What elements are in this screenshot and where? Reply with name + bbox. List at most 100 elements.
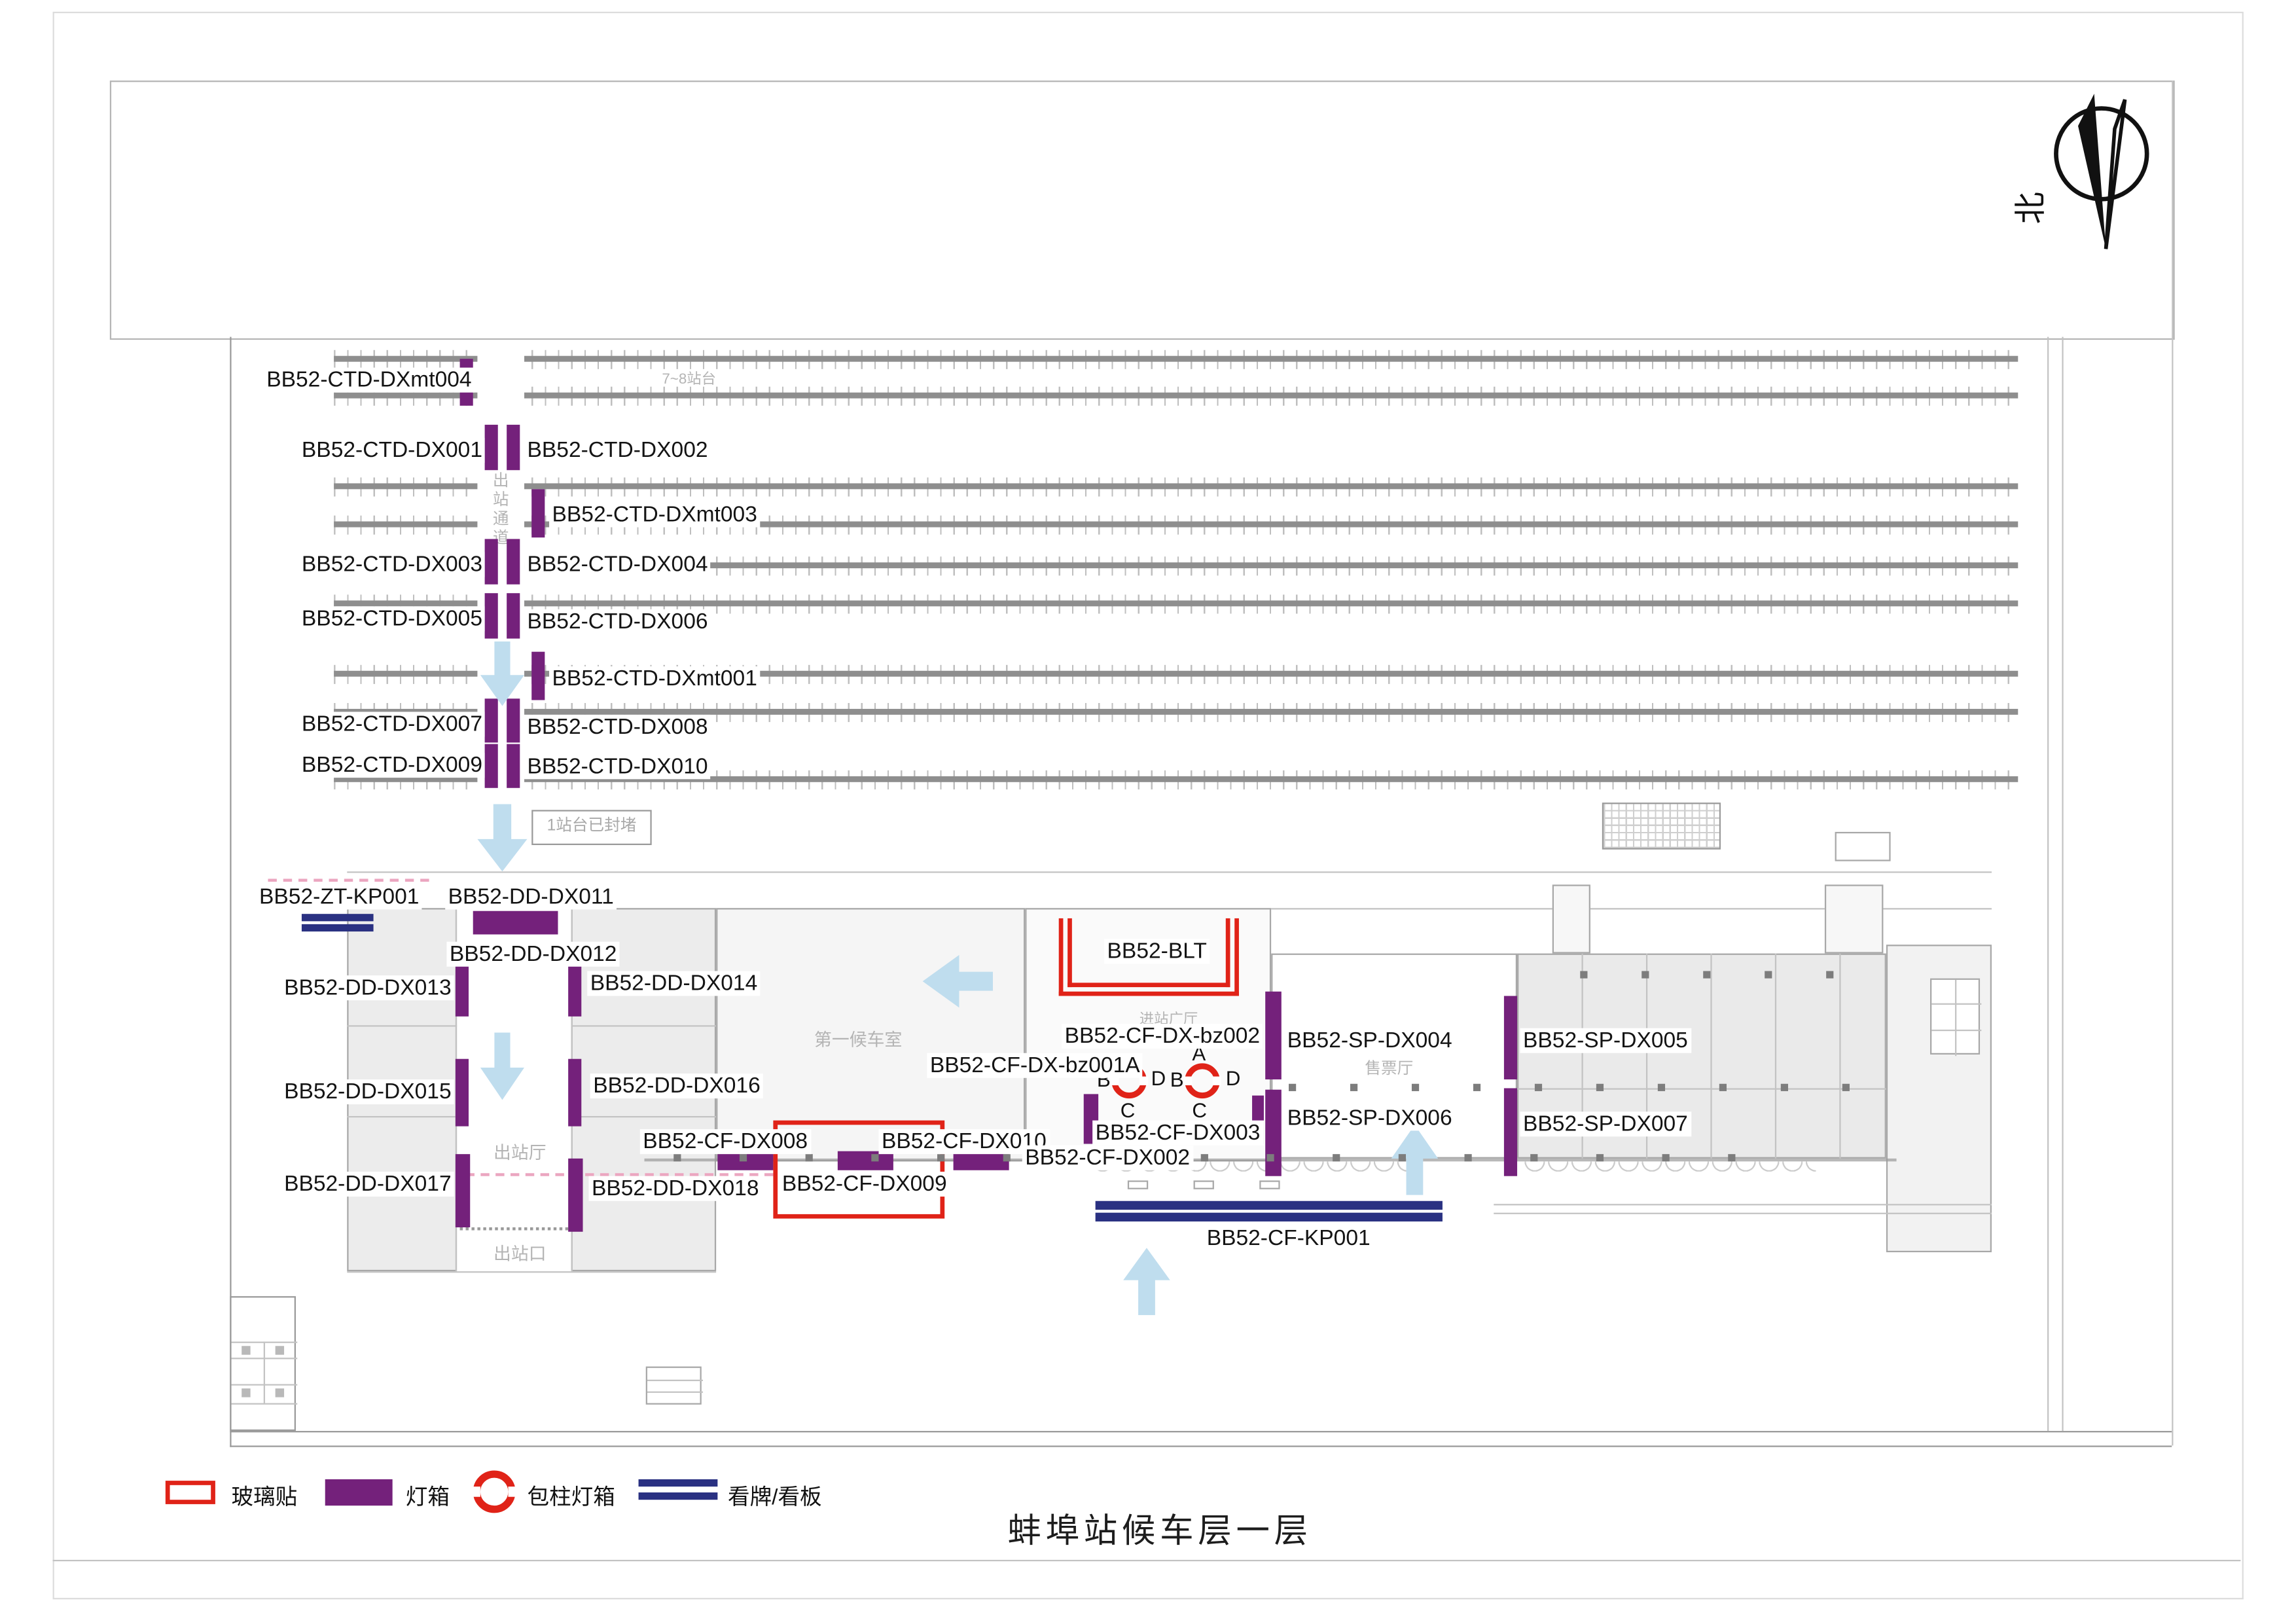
legend-label: 包柱灯箱 [527, 1485, 615, 1510]
device-label: BB52-DD-DX011 [445, 884, 617, 910]
column-lightbox-gap [1212, 1076, 1222, 1085]
north-compass: 北 [2012, 85, 2164, 253]
left-room-line-4 [571, 1115, 717, 1118]
lightbox-marker [507, 744, 520, 788]
facade-box-3 [1259, 1180, 1280, 1189]
glass-sticker-u-outer [1058, 918, 1239, 996]
right-room-line-v3 [1710, 953, 1712, 1159]
plan-text: 出站厅 [493, 1142, 547, 1163]
right-end-room-box [1930, 978, 1982, 1056]
plan-frame-bottom-1 [230, 1431, 2172, 1433]
device-label: BB52-BLT [1104, 939, 1210, 964]
plan-text: 售票厅 [1365, 1060, 1414, 1078]
title-band [109, 81, 2175, 340]
legend-signboard-swatch [638, 1479, 718, 1487]
device-label: BB52-DD-DX014 [587, 971, 761, 996]
device-label: BB52-CTD-DX010 [524, 754, 711, 780]
legend-label: 看牌/看板 [728, 1485, 822, 1510]
track-rail [334, 670, 2018, 677]
device-label: BB52-CTD-DXmt001 [549, 666, 761, 692]
column-dot [937, 1154, 945, 1162]
right-room-line-v5 [1839, 953, 1841, 1159]
device-label: BB52-DD-DX016 [590, 1074, 764, 1099]
lightbox-marker [484, 539, 498, 585]
platform-box [1835, 831, 1891, 861]
column-direction-letter: C [1192, 1098, 1207, 1122]
exit-stair-box [645, 1366, 703, 1405]
device-label: BB52-DD-DX012 [446, 941, 620, 967]
right-room-line-v1 [1581, 953, 1583, 1159]
device-label: BB52-CF-DX-bz002 [1062, 1024, 1263, 1049]
plan-frame-right-b [2062, 336, 2064, 1432]
device-label: BB52-CTD-DX001 [298, 438, 486, 463]
device-label: BB52-DD-DX015 [281, 1079, 455, 1105]
lightbox-marker [507, 593, 520, 639]
footer-line [52, 1559, 2241, 1562]
column-dot [1719, 1083, 1727, 1091]
column-dot [1534, 1083, 1543, 1091]
right-room-line-v2 [1645, 953, 1648, 1159]
column-lightbox-gap [1183, 1076, 1193, 1085]
outer-colonnade-1 [1494, 1204, 1992, 1206]
lightbox-marker [455, 1058, 469, 1127]
plan-frame-right-outer [2172, 81, 2174, 1446]
column-lightbox-gap [1110, 1076, 1119, 1085]
device-label: BB52-CTD-DX002 [524, 438, 711, 463]
legend-label: 玻璃贴 [231, 1485, 298, 1510]
device-label: BB52-CTD-DX003 [298, 552, 486, 577]
right-room-line-v4 [1774, 953, 1777, 1159]
device-label: BB52-ZT-KP001 [256, 884, 422, 910]
lightbox-marker [1265, 1089, 1282, 1176]
right-room-line-h [1517, 1088, 1886, 1090]
track-rail [334, 776, 2018, 782]
column-dot [1765, 971, 1772, 979]
lightbox-marker [507, 698, 520, 743]
device-label: BB52-CTD-DX008 [524, 714, 711, 740]
legend-lightbox-swatch [325, 1479, 393, 1506]
lightbox-marker [1503, 1088, 1518, 1176]
dashed-line-2 [465, 1173, 774, 1176]
column-dot [1266, 1154, 1274, 1162]
signboard-marker [1095, 1212, 1443, 1222]
lightbox-marker [568, 962, 582, 1017]
glass-sticker-marker [773, 1120, 945, 1219]
dashed-line-1 [268, 878, 429, 882]
column-dot [1780, 1083, 1788, 1091]
lightbox-marker [484, 698, 498, 743]
device-label: BB52-DD-DX018 [588, 1176, 762, 1201]
column-dot [739, 1154, 747, 1162]
column-dot [1596, 1154, 1604, 1162]
device-label: BB52-SP-DX005 [1520, 1028, 1691, 1053]
facade-doors-2 [1523, 1161, 1816, 1172]
compass-needle-filled [2078, 94, 2106, 249]
lightbox-marker [455, 1154, 471, 1228]
legend: 玻璃贴 灯箱 包柱灯箱 看牌/看板 [0, 1468, 2296, 1526]
outer-colonnade-2 [1494, 1212, 1992, 1214]
left-building-bottom [347, 1271, 717, 1273]
title-block-table [230, 1296, 298, 1432]
corridor-dotted-gate [459, 1227, 569, 1231]
platform1-closed-notice: 1站台已封堵 [531, 810, 652, 846]
column-dot [1826, 971, 1834, 979]
glass-sticker-u-inner [1067, 918, 1230, 988]
legend-label: 灯箱 [405, 1485, 450, 1510]
track-rail [334, 483, 2018, 490]
lightbox-marker [1503, 996, 1518, 1080]
north-bay-1 [1552, 884, 1590, 954]
plan-frame-left [230, 336, 232, 1447]
device-label: BB52-CF-DX010 [878, 1129, 1050, 1155]
column-dot [1411, 1083, 1420, 1091]
lightbox-marker [837, 1151, 893, 1170]
device-label: BB52-CTD-DX006 [524, 609, 711, 634]
plan-text: 第一候车室 [814, 1029, 903, 1051]
device-label: BB52-SP-DX007 [1520, 1111, 1691, 1137]
platform-edge-1 [347, 871, 1992, 873]
device-label: BB52-CF-DX009 [779, 1172, 950, 1197]
device-label: BB52-CTD-DX004 [524, 552, 711, 577]
lightbox-marker [455, 962, 469, 1017]
lightbox-marker [507, 539, 520, 585]
lightbox-marker [484, 744, 498, 788]
device-label: BB52-CF-KP001 [1204, 1225, 1374, 1251]
north-label: 北 [2012, 192, 2049, 225]
